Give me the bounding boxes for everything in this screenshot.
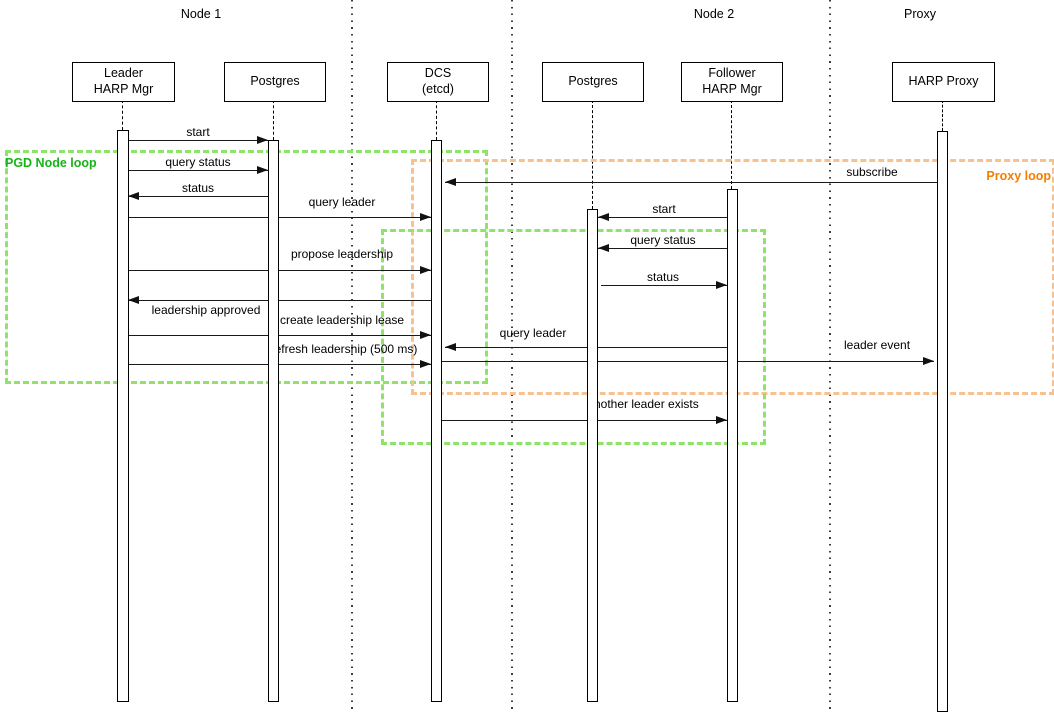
message-label: query status [165,155,231,169]
actor-label: Postgres [568,74,618,89]
group-separator [351,0,353,713]
group-separator [829,0,831,713]
arrowhead-icon [420,331,431,340]
actor-label: Follower [708,66,756,81]
message-arrow-query-status-2 [598,244,727,253]
message-label: leader event [843,338,911,352]
actor-label: HARP Proxy [908,74,979,89]
arrowhead-icon [716,281,727,290]
message-label: refresh leadership (500 ms) [270,342,418,356]
arrowhead-icon [128,296,139,305]
lifeline-postgres-node2 [592,100,593,209]
message-arrow-query-status [128,166,268,175]
actor-dcs-etcd: DCS (etcd) [387,62,489,102]
actor-label: HARP Mgr [93,82,154,96]
message-label: query leader [499,326,567,340]
activation-postgres-node2 [587,209,598,702]
lifeline-harp-proxy [942,100,943,131]
message-label: subscribe [846,165,898,179]
message-label: query status [630,233,696,247]
message-arrow-propose-leadership [128,266,431,275]
activation-harp-proxy [937,131,948,712]
actor-label: DCS [424,66,452,81]
arrowhead-icon [598,244,609,253]
actor-label: Leader [104,66,143,81]
message-arrow-create-leadership-lease [128,331,431,340]
actor-postgres-node1: Postgres [224,62,326,102]
activation-follower-harp-mgr [727,189,738,702]
message-arrow-status [128,192,268,201]
arrowhead-icon [420,266,431,275]
arrowhead-icon [257,166,268,175]
arrowhead-icon [128,192,139,201]
message-label: leadership approved [151,303,261,317]
lifeline-follower-harp-mgr [731,100,732,189]
activation-leader-harp-mgr [117,130,129,702]
lifeline-leader-harp-mgr [122,100,123,130]
actor-leader-harp-mgr: Leader HARP Mgr [72,62,175,102]
group-label-node2: Node 2 [693,7,735,21]
arrowhead-icon [445,178,456,187]
actor-label: HARP Mgr [702,82,762,96]
message-arrow-leadership-approved [128,296,431,305]
group-label-proxy: Proxy [904,7,936,21]
message-arrow-status-2 [601,281,727,290]
arrowhead-icon [420,360,431,369]
arrowhead-icon [445,343,456,352]
arrowhead-icon [923,357,934,366]
message-label: status [646,270,680,284]
message-arrow-another-leader-exists [441,416,727,425]
loop-label-pgd-node: PGD Node loop [5,156,97,170]
actor-harp-proxy: HARP Proxy [892,62,995,102]
actor-postgres-node2: Postgres [542,62,644,102]
activation-dcs-etcd [431,140,442,702]
actor-label: (etcd) [422,82,454,96]
loop-frame-inner [381,229,766,445]
message-arrow-subscribe [445,178,937,187]
message-arrow-leader-event [441,357,934,366]
message-label: create leadership lease [279,313,405,327]
actor-follower-harp-mgr: Follower HARP Mgr [681,62,783,102]
message-arrow-start [128,136,268,145]
message-label: another leader exists [587,397,699,411]
group-label-node1: Node 1 [180,7,222,21]
loop-label-proxy: Proxy loop [986,169,1051,183]
arrowhead-icon [598,213,609,222]
loop-frame-pgd-node: PGD Node loop [5,150,488,384]
arrowhead-icon [716,416,727,425]
message-label: status [181,181,215,195]
message-arrow-query-leader [128,213,431,222]
message-label: query leader [308,195,376,209]
message-arrow-refresh-leadership [128,360,431,369]
actor-label: Postgres [250,74,300,89]
message-label: start [652,202,676,216]
message-label: start [186,125,210,139]
activation-postgres-node1 [268,140,279,702]
arrowhead-icon [257,136,268,145]
message-arrow-start-2 [598,213,727,222]
lifeline-dcs-etcd [436,100,437,140]
message-label: propose leadership [290,247,394,261]
group-separator [511,0,513,713]
arrowhead-icon [420,213,431,222]
lifeline-postgres-node1 [273,100,274,140]
message-arrow-query-leader-2 [445,343,727,352]
